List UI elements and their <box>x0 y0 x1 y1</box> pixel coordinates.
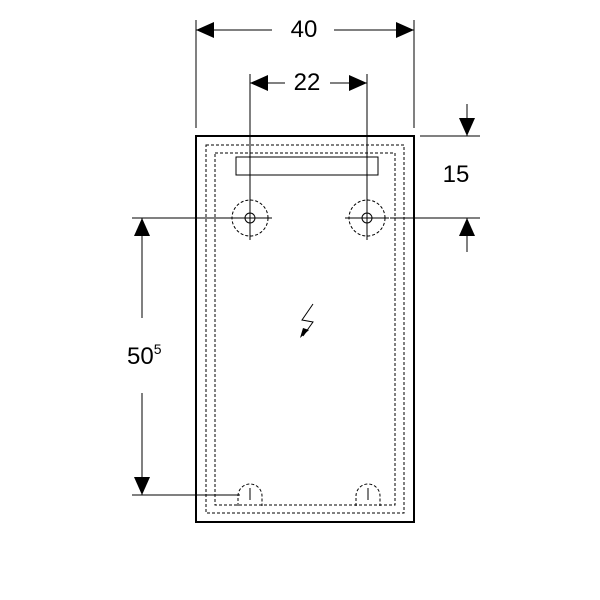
bottom-foot-right <box>355 483 381 506</box>
top-slot <box>235 156 379 176</box>
panel-outline <box>195 135 415 523</box>
lightning-bolt-icon <box>300 303 314 338</box>
mounting-hole-right <box>345 196 389 240</box>
dimension-hole-spacing-label: 22 <box>294 69 321 96</box>
mounting-hole-left <box>228 196 272 240</box>
dimension-height-label: 505 <box>127 341 162 370</box>
dimension-width-label: 40 <box>291 16 318 43</box>
dimension-top-offset-label: 15 <box>443 161 470 188</box>
inner-dashed-outline-1 <box>205 144 405 514</box>
bottom-foot-left <box>237 483 263 506</box>
dimension-height-main: 50 <box>127 343 154 370</box>
inner-dashed-outline-2 <box>214 152 396 506</box>
dimension-height-superscript: 5 <box>154 341 162 357</box>
